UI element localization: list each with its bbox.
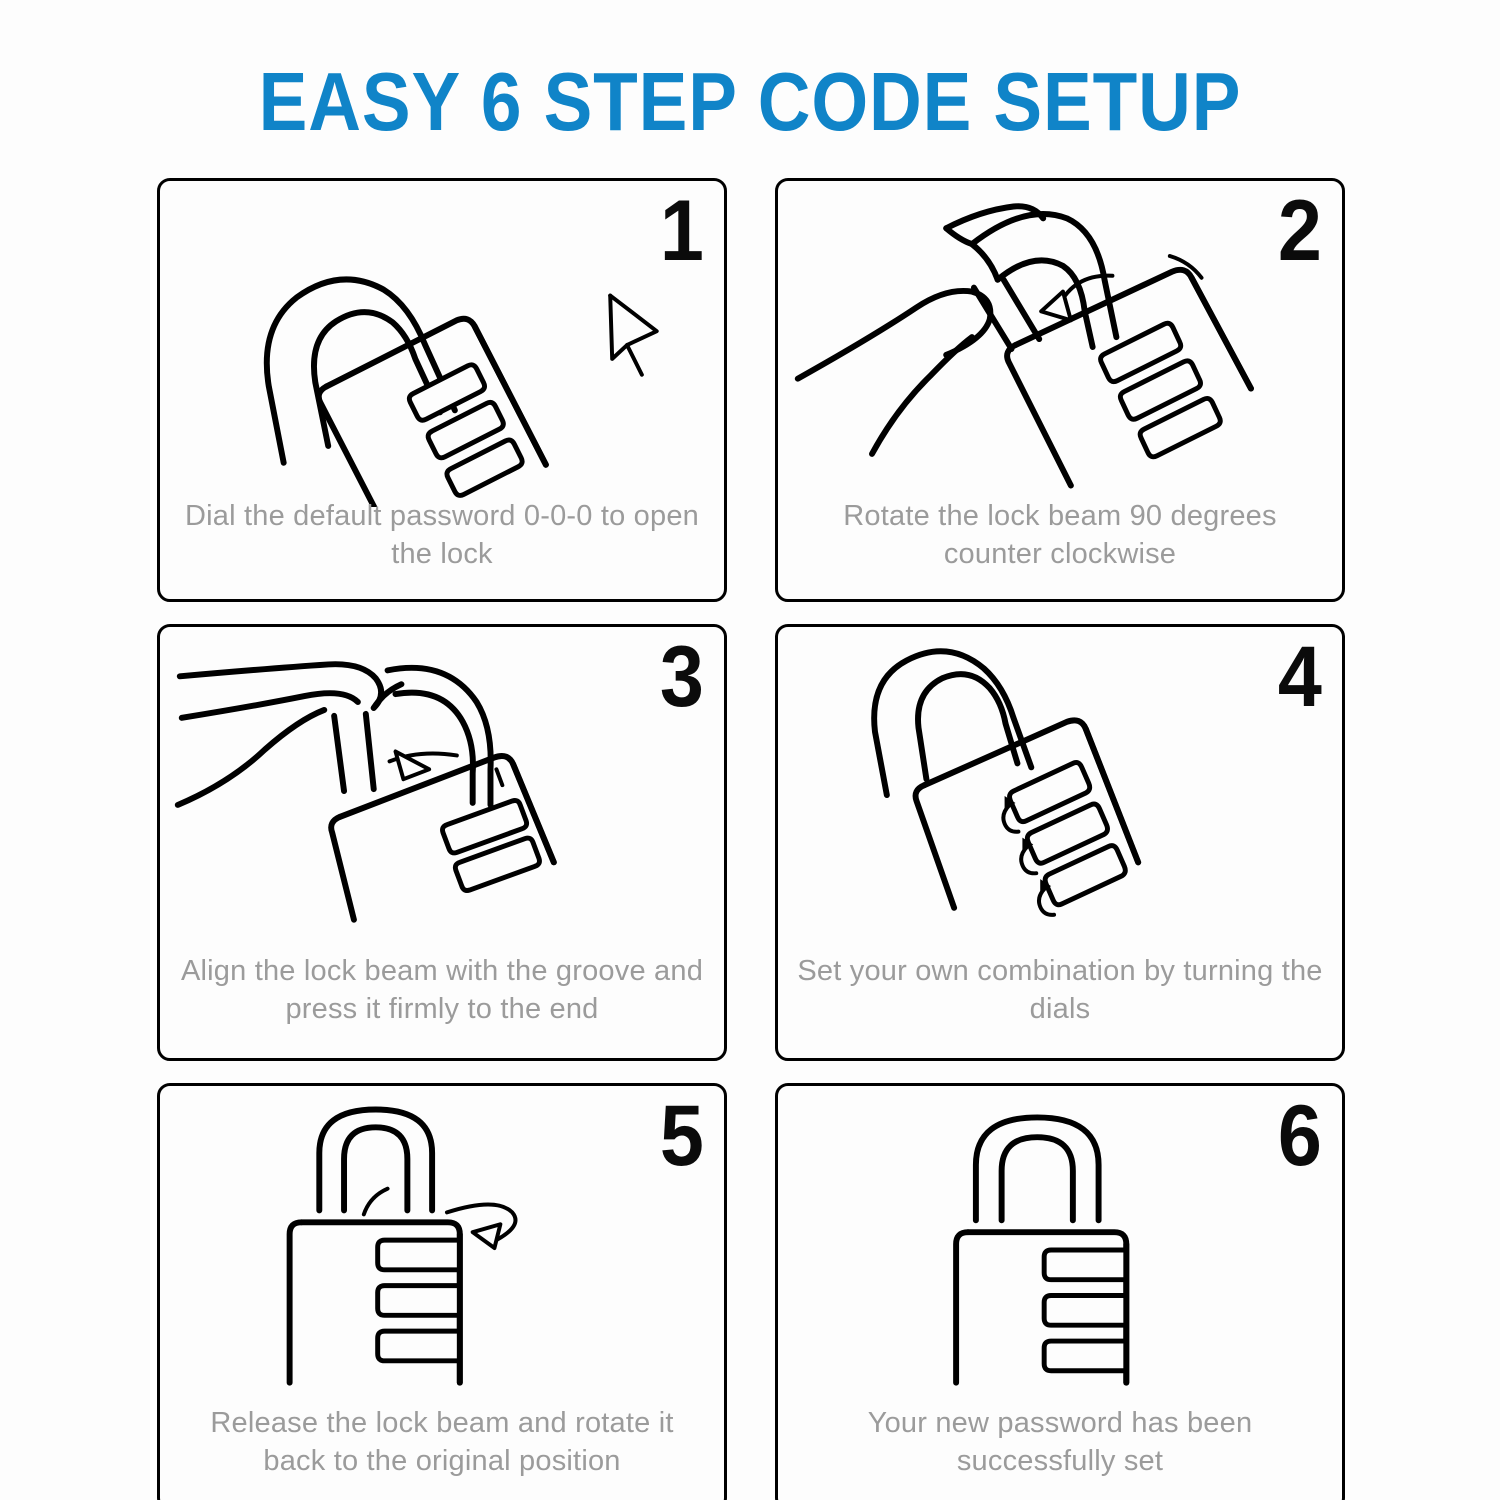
step-panel-6: 6 xyxy=(775,1083,1345,1500)
step-number-4: 4 xyxy=(1277,629,1322,725)
step-1-caption: Dial the default password 0-0-0 to open … xyxy=(185,500,699,570)
step-5-caption: Release the lock beam and rotate it back… xyxy=(210,1407,674,1477)
step-4-caption: Set your own combination by turning the … xyxy=(797,955,1323,1025)
padlock-icon xyxy=(263,276,549,507)
step-number-3: 3 xyxy=(659,629,704,725)
step-number-6: 6 xyxy=(1277,1088,1322,1184)
step-1-illustration xyxy=(160,187,724,507)
step-number-5: 5 xyxy=(659,1088,704,1184)
step-5-illustration xyxy=(160,1092,724,1410)
step-panel-5: 5 xyxy=(157,1083,727,1500)
step-panel-2: 2 xyxy=(775,178,1345,602)
step-3-caption: Align the lock beam with the groove and … xyxy=(180,955,704,1025)
padlock-icon xyxy=(286,1106,463,1386)
dial-turn-arrow-icon xyxy=(1001,796,1057,917)
step-panel-3: 3 xyxy=(157,624,727,1061)
step-6-illustration xyxy=(778,1092,1342,1410)
step-3-illustration xyxy=(160,633,724,963)
padlock-icon xyxy=(968,211,1254,489)
press-arrow-icon xyxy=(387,749,505,788)
step-panel-1: 1 xyxy=(157,178,727,602)
page-title: EASY 6 STEP CODE SETUP xyxy=(258,55,1242,148)
cursor-arrow-icon xyxy=(608,293,659,377)
padlock-icon xyxy=(953,1114,1130,1386)
steps-grid: 1 xyxy=(157,178,1345,1500)
step-panel-4: 4 xyxy=(775,624,1345,1061)
rotate-arrow-icon xyxy=(1039,253,1204,323)
step-6-caption: Your new password has been successfully … xyxy=(867,1407,1253,1477)
padlock-icon xyxy=(871,648,1142,911)
rotate-back-arrow-icon xyxy=(361,1186,518,1251)
step-4-illustration xyxy=(778,633,1342,963)
step-2-caption: Rotate the lock beam 90 degrees counter … xyxy=(843,500,1277,570)
padlock-icon xyxy=(328,664,557,923)
hand-finger-icon xyxy=(174,661,405,808)
hand-finger-icon xyxy=(794,203,1047,457)
step-number-1: 1 xyxy=(659,183,704,279)
step-2-illustration xyxy=(778,187,1342,507)
step-number-2: 2 xyxy=(1277,183,1322,279)
